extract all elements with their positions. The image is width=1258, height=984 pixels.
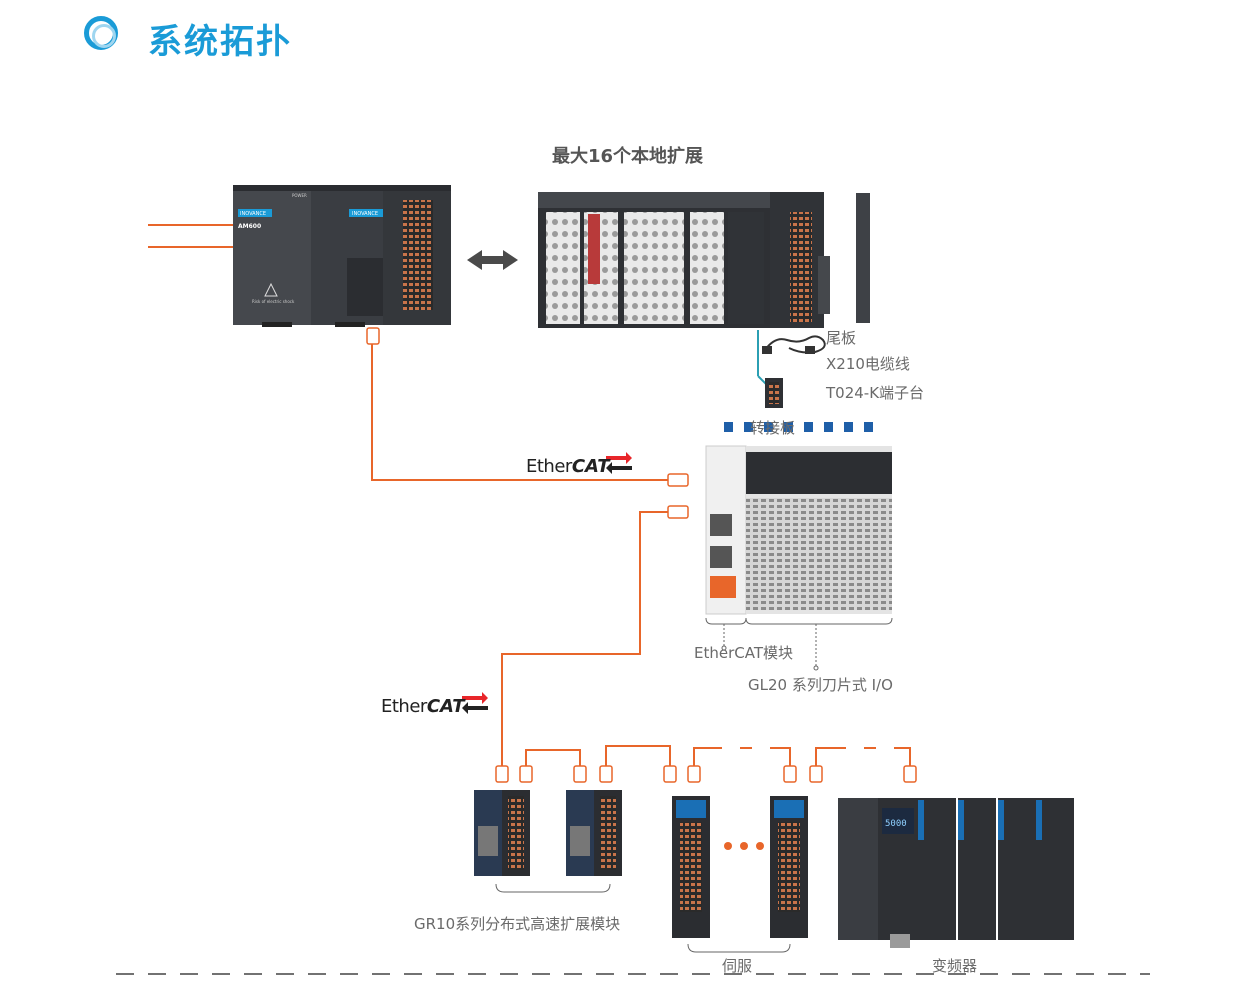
tail-board xyxy=(856,193,870,323)
gr10-module-1 xyxy=(474,790,530,876)
ethercat-logo-2: EtherCAT xyxy=(381,696,465,717)
gr10-bracket xyxy=(495,883,611,893)
cpu-brand: INOVANCE xyxy=(352,211,378,217)
cable-assembly xyxy=(757,330,826,408)
gl20-io-label: GL20 系列刀片式 I/O xyxy=(748,676,893,694)
cable-label: X210电缆线 xyxy=(826,355,910,373)
plc-brand: INOVANCE xyxy=(240,211,266,217)
am600-plc xyxy=(233,185,451,327)
gr10-module-label: GR10系列分布式高速扩展模块 xyxy=(414,915,621,933)
terminal-label: T024-K端子台 xyxy=(826,384,925,402)
rj45-connectors xyxy=(366,327,917,783)
adapter-board-label: 转接板 xyxy=(750,419,796,437)
gr10-module-2 xyxy=(566,790,622,876)
expansion-max-label: 最大16个本地扩展 xyxy=(552,146,704,167)
section-ring-icon xyxy=(84,16,118,50)
ethercat-logo-arrow-icon xyxy=(606,452,632,474)
page-title: 系统拓扑 xyxy=(148,22,292,62)
servo-bracket xyxy=(687,943,791,953)
inverter-group xyxy=(838,798,1074,948)
ethercat-module-label: EtherCAT模块 xyxy=(694,644,793,662)
plc-model-label: AM600 xyxy=(238,223,261,230)
ethercat-logo-arrow-icon-2 xyxy=(462,692,488,714)
inverter-label: 变频器 xyxy=(932,957,978,975)
ethercat-wiring xyxy=(371,340,911,768)
plc-warning-label: Risk of electric shock xyxy=(252,299,295,304)
inverter-display: 5000 xyxy=(885,819,907,829)
ethercat-logo-1: EtherCAT xyxy=(526,456,610,477)
servo-label: 伺服 xyxy=(722,957,753,975)
servo-drive-2 xyxy=(770,796,808,938)
servo-ellipsis xyxy=(724,842,764,850)
input-lines xyxy=(148,224,234,248)
plc-power-label: POWER xyxy=(292,193,307,198)
expansion-rack xyxy=(538,192,830,328)
gl20-io-stack xyxy=(705,422,892,615)
tail-board-label: 尾板 xyxy=(826,329,857,347)
servo-drive-1 xyxy=(672,796,710,938)
gl20-brackets xyxy=(705,617,893,671)
bidirectional-arrow-icon xyxy=(467,250,518,270)
